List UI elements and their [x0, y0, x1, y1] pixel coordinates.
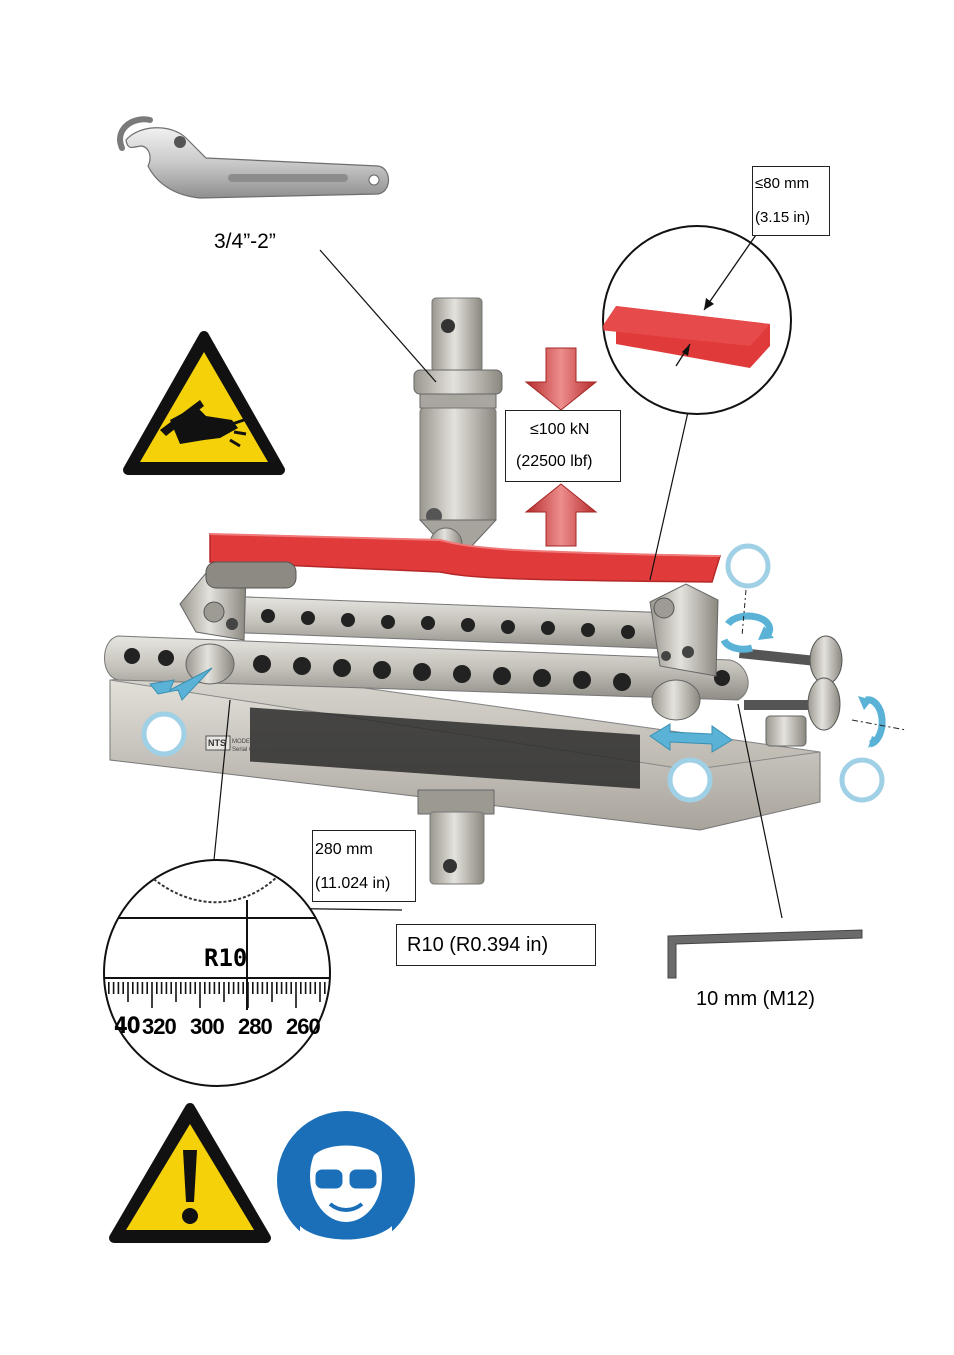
product-logo: NTS: [208, 738, 226, 748]
product-serial: Serial 00000: [232, 747, 266, 753]
right-support-roller: [649, 583, 719, 721]
scale-number: 260: [286, 1014, 321, 1039]
hex-key-size-label: 10 mm (M12): [696, 988, 815, 1010]
step-marker-2: [141, 711, 187, 757]
scale-radius-mark: R10: [204, 944, 248, 972]
rotate-arrow-lower: [858, 696, 886, 748]
specimen-width-mm: ≤80 mm: [755, 175, 810, 192]
adjustment-knob-upper: [738, 635, 843, 685]
scale-zoom: [103, 859, 331, 1087]
rotate-arrow-upper: [720, 612, 774, 653]
test-specimen: [209, 533, 722, 583]
specimen-width-zoom: [602, 225, 792, 415]
hex-key-tool: [667, 929, 863, 979]
slide-arrow-left: [149, 667, 213, 701]
span-distance-box: 280 mm (11.024 in): [312, 830, 416, 902]
load-capacity-lbf: (22500 lbf): [516, 453, 593, 470]
load-arrow-down: [524, 347, 598, 411]
general-warning-icon: [109, 1103, 271, 1243]
leader-lines: [213, 249, 783, 919]
step-marker-4: [839, 757, 885, 803]
rear-support-rail: [219, 595, 701, 651]
adjustment-knob-lower: [744, 677, 841, 747]
left-support-roller: [179, 561, 297, 685]
scale-numbers: 40 320 300 280 260: [104, 1014, 330, 1044]
specimen-width-box: ≤80 mm (3.15 in): [752, 166, 830, 236]
load-arrow-up: [524, 483, 598, 547]
product-model: MODEL PT-A-17A: [232, 739, 281, 745]
load-capacity-kn: ≤100 kN: [530, 421, 590, 438]
upper-loading-punch: [413, 297, 503, 561]
load-capacity-box: ≤100 kN (22500 lbf): [505, 410, 621, 482]
step-marker-1: [725, 543, 771, 589]
radius-label: R10 (R0.394 in): [407, 934, 549, 956]
radius-box: R10 (R0.394 in): [396, 924, 596, 966]
span-distance-in: (11.024 in): [315, 875, 391, 892]
crush-hazard-warning-icon: [123, 331, 285, 475]
eye-protection-icon: [273, 1107, 419, 1253]
scale-number: 280: [238, 1014, 273, 1039]
scale-ticks: [104, 982, 330, 1008]
scale-number: 320: [142, 1014, 177, 1039]
specimen-width-in: (3.15 in): [755, 209, 811, 226]
front-support-rail: [104, 635, 749, 701]
wrench-size-label: 3/4”-2”: [214, 230, 276, 253]
fixture-base: [109, 671, 821, 885]
span-distance-mm: 280 mm: [315, 841, 373, 858]
scale-number: 300: [190, 1014, 225, 1039]
step-marker-3: [667, 757, 713, 803]
scale-number: 40: [114, 1014, 141, 1039]
rotation-axis-line: [851, 719, 907, 731]
slide-arrow-right-double: [649, 723, 733, 753]
hook-spanner-wrench: [117, 116, 390, 199]
